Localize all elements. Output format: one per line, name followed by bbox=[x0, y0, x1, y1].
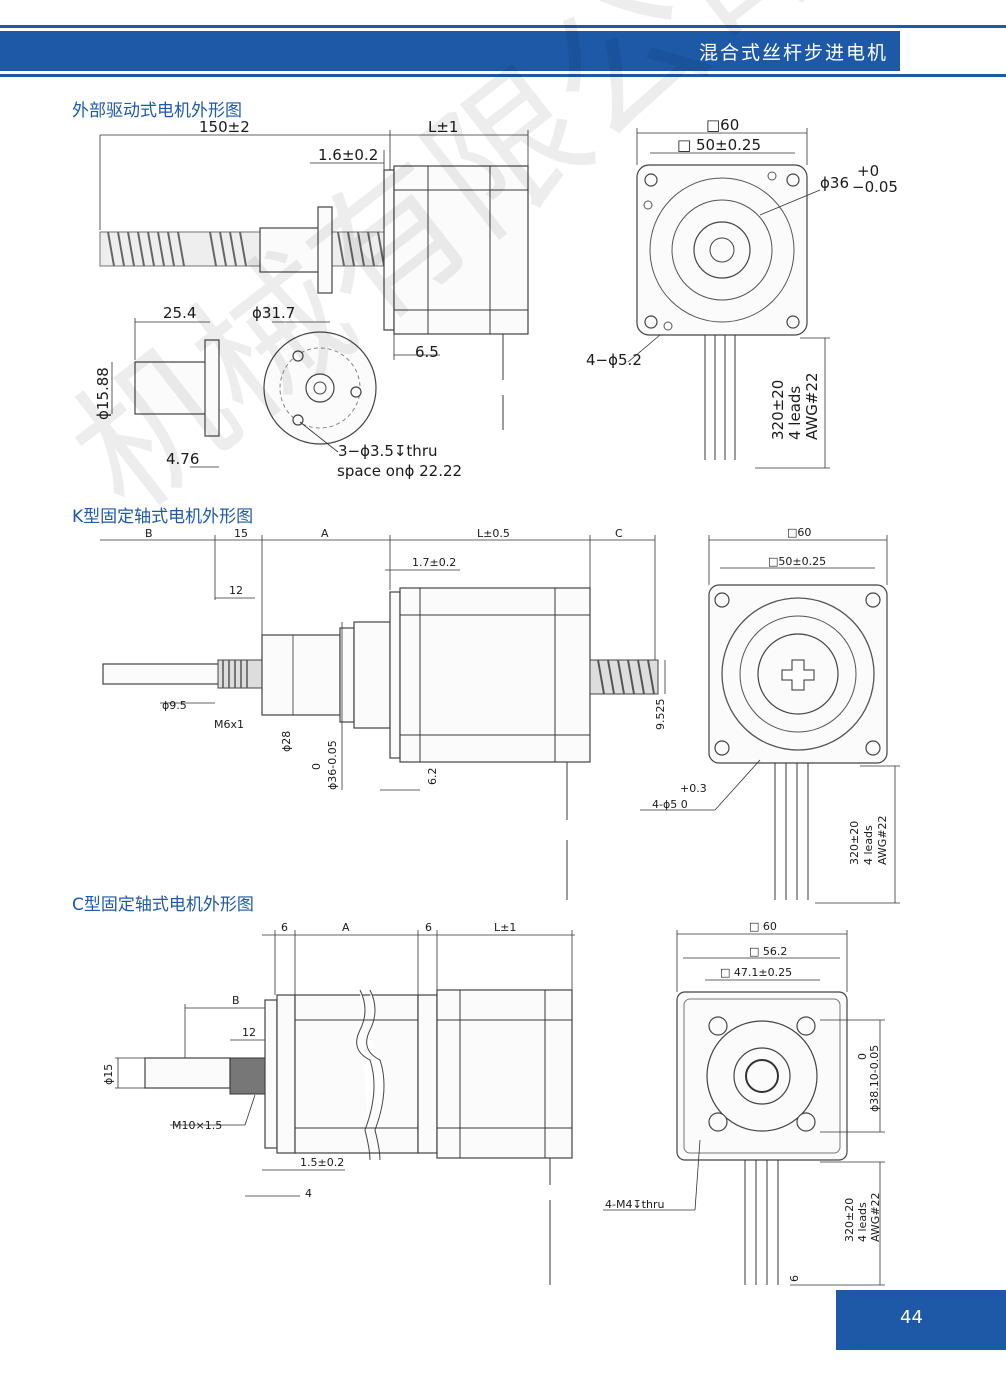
s3-dim-6-right: 6 bbox=[425, 921, 432, 934]
s1-nut-detail bbox=[111, 318, 377, 468]
s1-dim-31-7: ϕ31.7 bbox=[252, 304, 295, 322]
s2-lead-length: 320±20 bbox=[848, 821, 861, 865]
s2-lead-awg: AWG#22 bbox=[876, 815, 889, 865]
s3-dim-6-bottom: 6 bbox=[788, 1275, 801, 1282]
s2-sq50: □50±0.25 bbox=[768, 555, 826, 568]
s1-holes-note: 3−ϕ3.5↧thru bbox=[338, 442, 438, 460]
s3-dim-15: ϕ15 bbox=[102, 1064, 115, 1085]
header-bar bbox=[0, 31, 900, 71]
s3-m10: M10×1.5 bbox=[172, 1119, 222, 1132]
s2-dim-A: A bbox=[321, 527, 329, 540]
s2-dim-6-2: 6.2 bbox=[426, 768, 439, 786]
s1-side-view bbox=[99, 130, 529, 430]
s1-sq50: □ 50±0.25 bbox=[677, 136, 761, 154]
s3-side-view bbox=[115, 930, 575, 1285]
s2-dim-9-525: 9.525 bbox=[654, 699, 667, 731]
s3-sq60: □ 60 bbox=[749, 920, 777, 933]
s1-lead-awg: AWG#22 bbox=[803, 372, 821, 440]
s2-hole-tol: +0.3 bbox=[680, 782, 707, 795]
page-number-box: 44 bbox=[836, 1290, 1006, 1350]
s1-dim-150: 150±2 bbox=[199, 118, 250, 136]
header-bottom-line bbox=[0, 74, 1006, 77]
s2-dim-15: 15 bbox=[234, 527, 248, 540]
s3-sq56: □ 56.2 bbox=[749, 945, 787, 958]
s3-dim-B: B bbox=[232, 994, 240, 1007]
s3-dim-A: A bbox=[342, 921, 350, 934]
s3-dim-4: 4 bbox=[305, 1187, 312, 1200]
section-title-external-drive: 外部驱动式电机外形图 bbox=[72, 101, 242, 121]
s2-dim-12: 12 bbox=[229, 584, 243, 597]
s1-dim-6-5: 6.5 bbox=[415, 343, 439, 361]
s2-m6: M6x1 bbox=[214, 718, 244, 731]
s3-dim-12: 12 bbox=[242, 1026, 256, 1039]
s1-dim-25-4: 25.4 bbox=[163, 304, 196, 322]
s1-space-note: space onϕ 22.22 bbox=[337, 462, 462, 480]
header-top-line bbox=[0, 25, 1006, 28]
s1-dim-1-6: 1.6±0.2 bbox=[318, 146, 378, 164]
s2-dim-1-7: 1.7±0.2 bbox=[412, 556, 456, 569]
s2-dim-L: L±0.5 bbox=[477, 527, 510, 540]
s1-d36: ϕ36 bbox=[820, 174, 849, 192]
s1-d52: 4−ϕ5.2 bbox=[586, 351, 642, 369]
s3-dim-38-a: 0 bbox=[856, 1053, 869, 1060]
s3-lead-length: 320±20 bbox=[843, 1198, 856, 1242]
s3-dim-L: L±1 bbox=[494, 921, 516, 934]
s2-hole-note: 4-ϕ5 0 bbox=[652, 798, 688, 811]
s1-d36-minus: −0.05 bbox=[852, 178, 898, 196]
s1-d36-plus: +0 bbox=[857, 162, 879, 180]
s1-sq60: □60 bbox=[706, 116, 739, 134]
s3-lead-count: 4 leads bbox=[856, 1202, 869, 1242]
s2-front-view bbox=[640, 535, 900, 904]
s2-dim-C: C bbox=[615, 527, 623, 540]
s2-dim-36-b: ϕ36-0.05 bbox=[326, 740, 339, 790]
header-title: 混合式丝杆步进电机 bbox=[698, 42, 888, 64]
s1-dim-L: L±1 bbox=[428, 118, 458, 136]
section-title-k-type: K型固定轴式电机外形图 bbox=[72, 507, 254, 527]
page-number: 44 bbox=[900, 1307, 923, 1328]
s3-dim-38-b: ϕ38.10-0.05 bbox=[868, 1045, 881, 1112]
s2-sq60: □60 bbox=[787, 526, 811, 539]
s2-dim-36-a: 0 bbox=[310, 763, 323, 770]
s3-front-view bbox=[603, 930, 885, 1286]
s3-sq47: □ 47.1±0.25 bbox=[720, 966, 792, 979]
s1-lead-length: 320±20 bbox=[769, 380, 787, 440]
s3-m4-note: 4-M4↧thru bbox=[605, 1198, 664, 1211]
s3-lead-awg: AWG#22 bbox=[869, 1192, 882, 1242]
s1-dim-15-88: ϕ15.88 bbox=[94, 367, 112, 420]
s1-front-view bbox=[627, 128, 830, 469]
s3-dim-1-5: 1.5±0.2 bbox=[300, 1156, 344, 1169]
s2-dim-9-5: ϕ9.5 bbox=[162, 699, 187, 712]
page-header: 混合式丝杆步进电机 bbox=[0, 25, 1006, 77]
section-title-c-type: C型固定轴式电机外形图 bbox=[72, 895, 254, 915]
s3-dim-6-left: 6 bbox=[281, 921, 288, 934]
s2-dim-28: ϕ28 bbox=[280, 731, 293, 752]
s2-dim-B: B bbox=[145, 527, 153, 540]
s1-dim-4-76: 4.76 bbox=[166, 450, 199, 468]
s2-lead-count: 4 leads bbox=[862, 825, 875, 865]
s2-side-view bbox=[100, 535, 666, 900]
s1-lead-count: 4 leads bbox=[786, 386, 804, 440]
